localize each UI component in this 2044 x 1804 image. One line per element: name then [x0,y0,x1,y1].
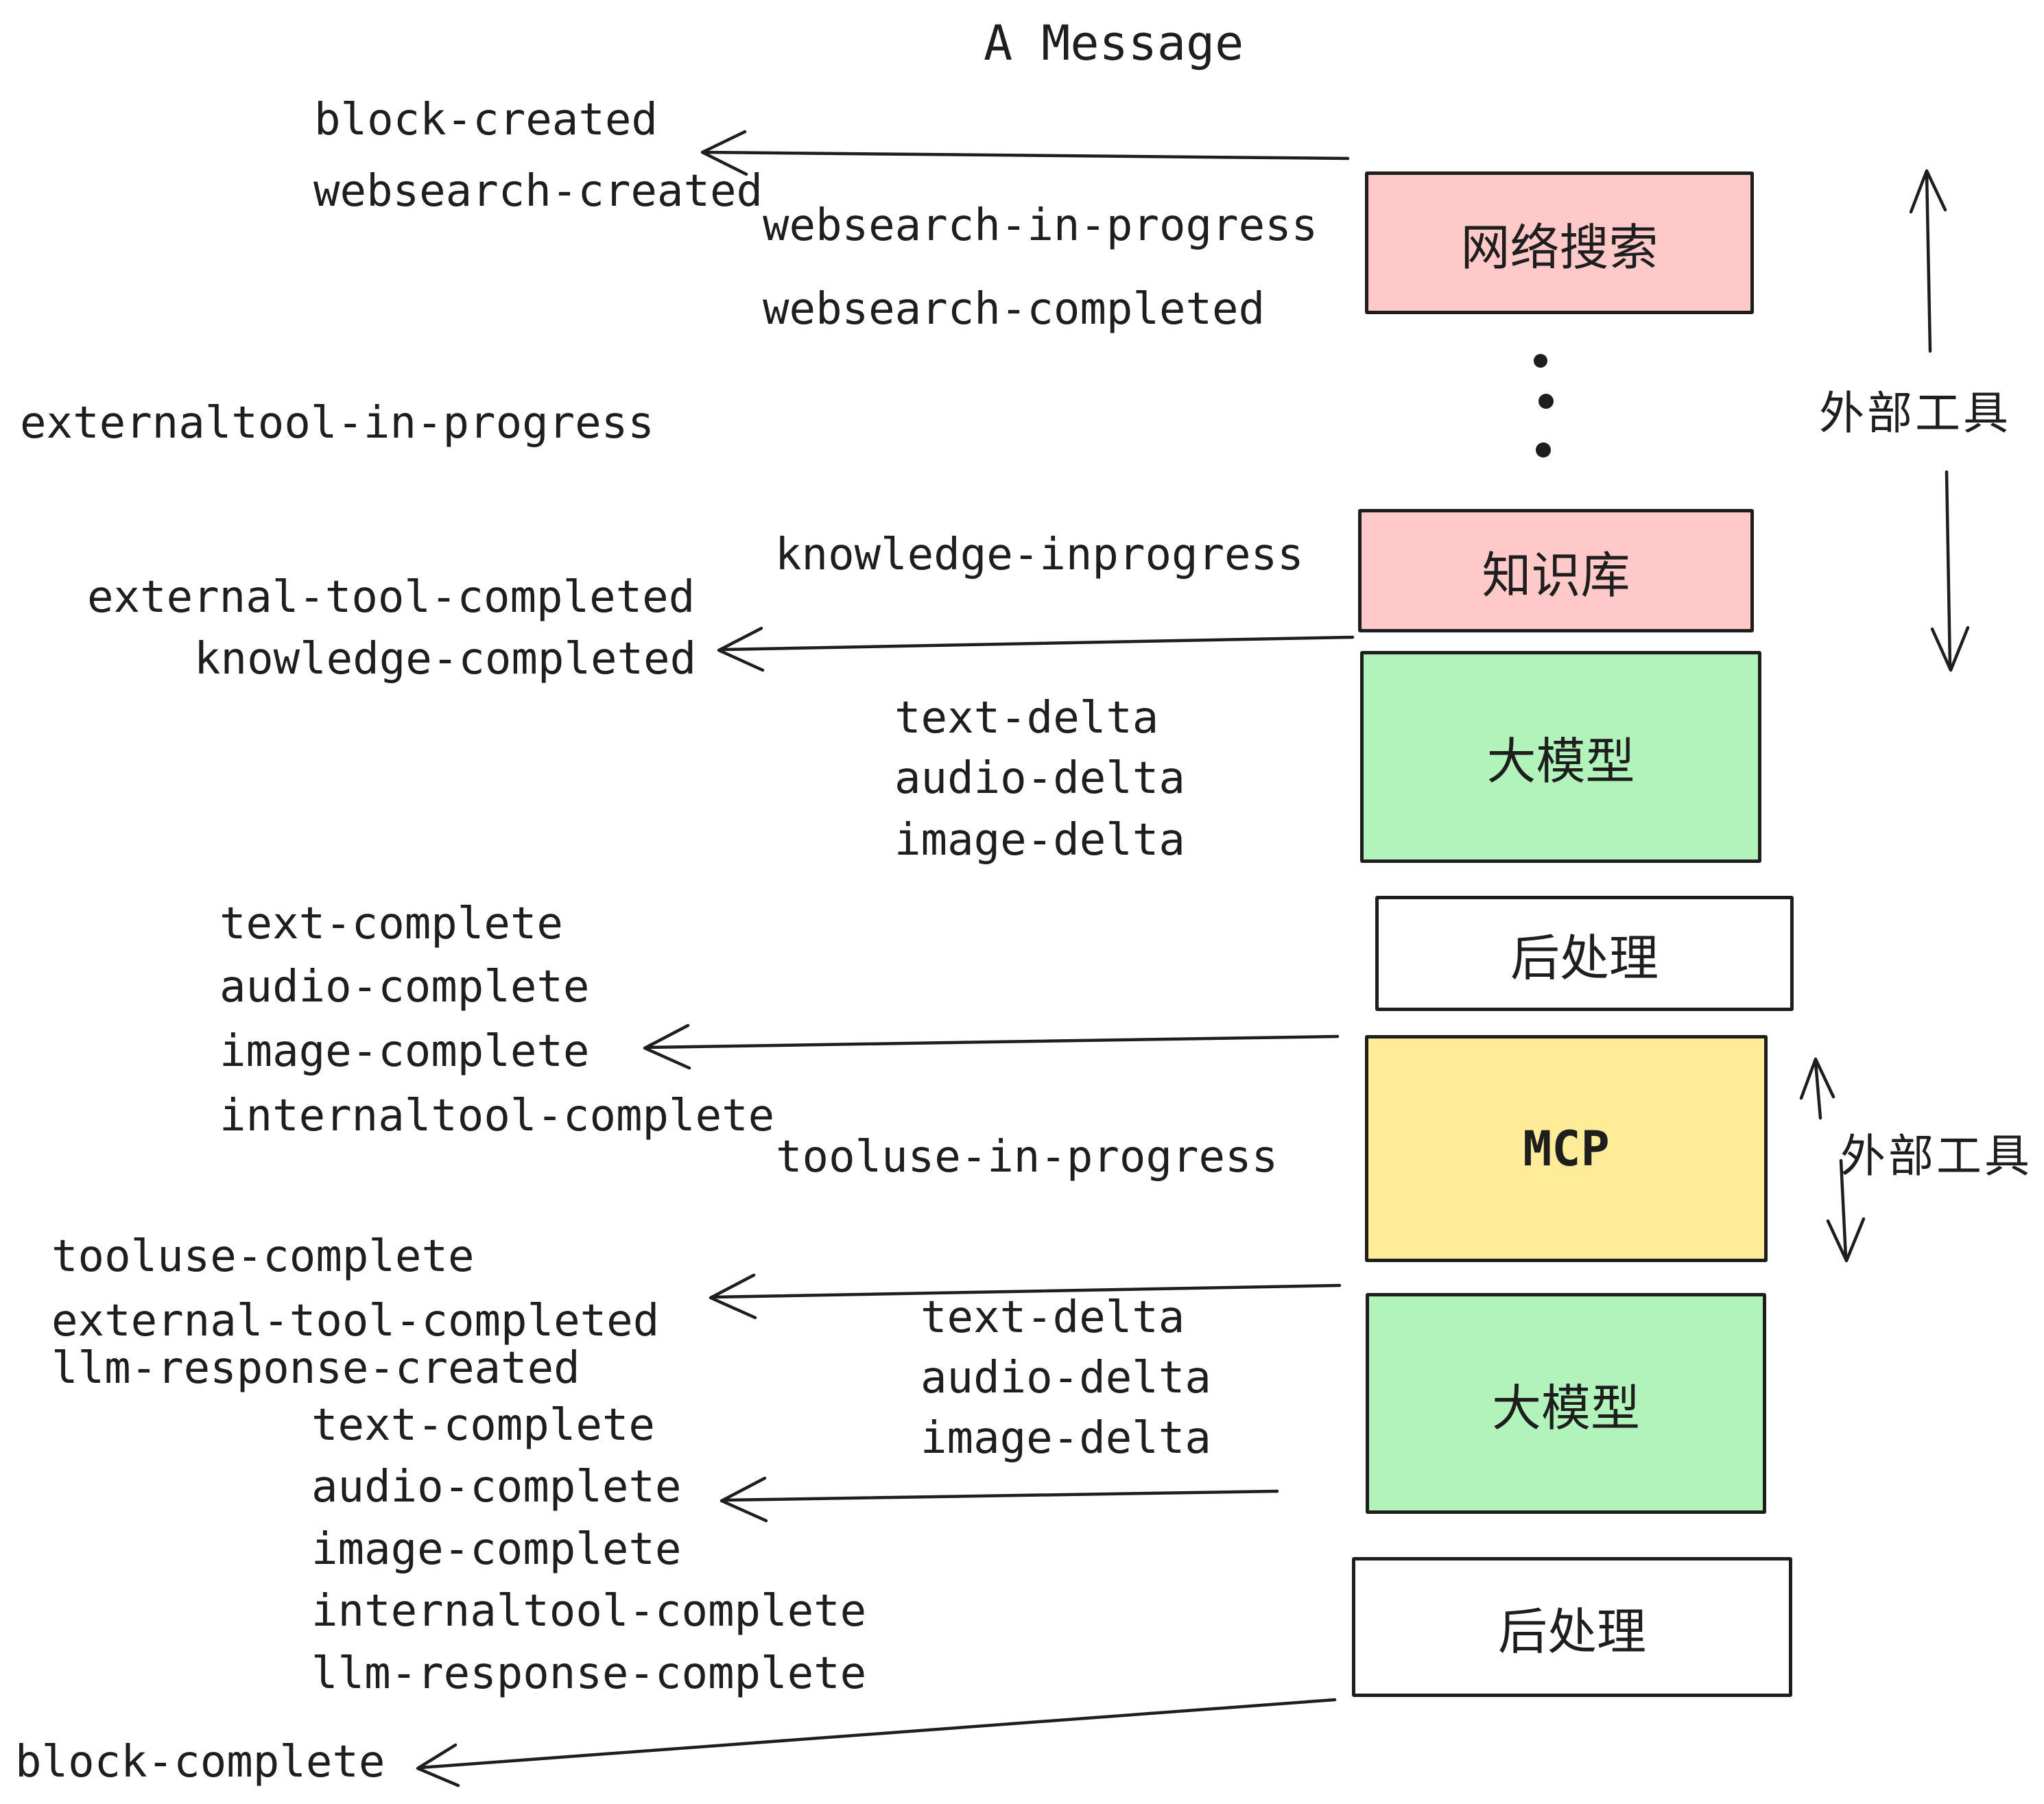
arrow-knowledge-completed [717,626,1355,672]
box-mcp: MCP [1365,1035,1768,1262]
event-llm-response-created: llm-response-created [51,1343,580,1394]
arrow-mcp-external-up [1799,1057,1835,1120]
box-mcp-label: MCP [1523,1120,1610,1177]
event-audio-delta-2: audio-delta [920,1353,1211,1403]
event-text-delta-1: text-delta [894,693,1159,744]
event-image-delta-2: image-delta [920,1413,1211,1464]
event-knowledge-completed: knowledge-completed [194,634,697,685]
event-knowledge-inprogress: knowledge-inprogress [775,530,1304,580]
event-block-complete: block-complete [15,1737,385,1788]
arrow-block-complete [416,1698,1337,1788]
box-postprocess-1-label: 后处理 [1510,929,1659,987]
event-image-complete-2: image-complete [311,1524,682,1575]
event-external-tool-completed-2: external-tool-completed [51,1296,660,1346]
box-websearch-label: 网络搜索 [1460,218,1659,276]
box-knowledge-label: 知识库 [1482,546,1630,604]
arrow-image-complete [643,1023,1340,1070]
event-audio-complete-1: audio-complete [219,962,590,1012]
box-llm-1: 大模型 [1360,651,1761,863]
arrow-block-created [700,130,1350,176]
event-image-delta-1: image-delta [894,815,1185,866]
event-websearch-completed: websearch-completed [763,284,1265,335]
arrow-external-tools-up [1909,169,1947,353]
event-text-delta-2: text-delta [920,1292,1185,1343]
event-text-complete-1: text-complete [219,899,563,949]
page-title: A Message [984,15,1244,71]
event-block-created: block-created [314,95,658,145]
box-postprocess-1: 后处理 [1375,896,1794,1011]
box-llm-1-label: 大模型 [1486,733,1635,790]
box-llm-2-label: 大模型 [1491,1379,1640,1437]
event-internaltool-complete-2: internaltool-complete [311,1586,867,1637]
box-knowledge: 知识库 [1358,509,1754,632]
event-external-tool-completed-1: external-tool-completed [87,572,696,623]
event-externaltool-in-progress: externaltool-in-progress [20,398,654,449]
ellipsis-dots [1534,354,1554,458]
label-external-tools-top: 外部工具 [1819,387,2011,440]
event-llm-response-complete: llm-response-complete [311,1648,867,1699]
box-postprocess-2-label: 后处理 [1497,1602,1646,1661]
event-image-complete-1: image-complete [219,1026,590,1077]
event-internaltool-complete-1: internaltool-complete [219,1091,775,1141]
event-text-complete-2: text-complete [311,1400,655,1451]
event-audio-complete-2: audio-complete [311,1462,682,1512]
box-websearch: 网络搜索 [1365,171,1754,314]
event-audio-delta-1: audio-delta [894,753,1185,804]
label-external-tools-mcp: 外部工具 [1840,1130,2032,1183]
box-postprocess-2: 后处理 [1352,1557,1792,1697]
event-tooluse-in-progress: tooluse-in-progress [776,1132,1279,1183]
arrow-external-tools-down [1930,470,1970,672]
box-llm-2: 大模型 [1366,1293,1766,1514]
event-websearch-in-progress: websearch-in-progress [763,200,1318,251]
event-tooluse-complete: tooluse-complete [51,1231,475,1282]
event-websearch-created: websearch-created [313,166,763,217]
arrow-audio-complete [720,1476,1279,1523]
